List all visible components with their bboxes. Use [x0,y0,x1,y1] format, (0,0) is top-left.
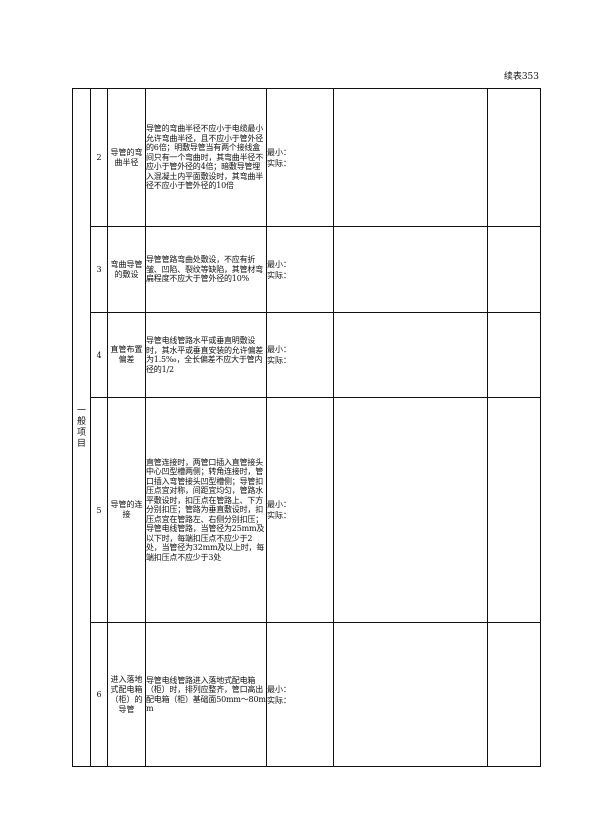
measurement-cell: 最小： 实际： [266,622,334,767]
measurement-cell: 最小： 实际： [266,226,334,313]
item-name: 导管的连接 [107,397,146,623]
item-number: 5 [90,397,108,623]
requirement-text: 导管的弯曲半径不应小于电缆最小允许弯曲半径，且不应小于管外径的6倍；明敷导管当有… [145,88,267,227]
measurement-cell: 最小： 实际： [266,312,334,398]
actual-label: 实际： [267,158,292,168]
actual-label: 实际： [267,695,292,705]
min-label: 最小： [267,147,292,157]
remark-cell [487,622,541,767]
remark-cell [487,397,541,623]
item-name: 进入落地式配电箱（柜）的导管 [107,622,146,767]
page-label: 续表353 [503,72,539,82]
section-label-cell: 一般项目 [72,88,91,767]
item-name: 导管的弯曲半径 [107,88,146,227]
min-label: 最小： [267,500,292,509]
min-label: 最小： [267,259,292,269]
table-row: 6 进入落地式配电箱（柜）的导管 导管电线管路进入落地式配电箱（柜）时，排列应整… [73,622,541,767]
requirement-text: 导管管路弯曲处敷设，不应有折皱、凹陷、裂纹等缺陷，其管材弯扁程度不应大于管外径的… [145,226,267,313]
item-name: 直管布置偏差 [107,312,146,398]
measurement-cell: 最小： 实际： [266,397,334,623]
actual-label: 实际： [267,270,292,280]
item-number: 6 [90,622,108,767]
item-name: 弯曲导管的敷设 [107,226,146,313]
requirement-text: 导管电线管路水平或垂直明敷设时，其水平或垂直安装的允许偏差为1.5‰，全长偏差不… [145,312,267,398]
result-cell [333,88,488,227]
table-row: 4 直管布置偏差 导管电线管路水平或垂直明敷设时，其水平或垂直安装的允许偏差为1… [73,312,541,398]
result-cell [333,622,488,767]
result-cell [333,226,488,313]
remark-cell [487,226,541,313]
table-row: 一般项目 2 导管的弯曲半径 导管的弯曲半径不应小于电缆最小允许弯曲半径，且不应… [72,88,541,767]
inspection-table: 一般项目 2 导管的弯曲半径 导管的弯曲半径不应小于电缆最小允许弯曲半径，且不应… [72,88,541,767]
remark-cell [487,312,541,398]
section-label: 一般项目 [76,405,86,449]
item-number: 4 [90,312,108,398]
remark-cell [487,88,541,227]
table-row: 3 弯曲导管的敷设 导管管路弯曲处敷设，不应有折皱、凹陷、裂纹等缺陷，其管材弯扁… [73,226,541,313]
result-cell [333,312,488,398]
requirement-text: 直管连接时，两管口插入直管接头中心凹型槽两侧；转角连接时，管口插入弯管接头凹型槽… [145,397,267,623]
actual-label: 实际： [267,511,292,520]
requirement-text: 导管电线管路进入落地式配电箱（柜）时，排列应整齐，管口高出配电箱（柜）基础面50… [145,622,267,767]
actual-label: 实际： [267,356,292,365]
result-cell [333,397,488,623]
table-row: 5 导管的连接 直管连接时，两管口插入直管接头中心凹型槽两侧；转角连接时，管口插… [73,397,541,623]
min-label: 最小： [267,684,292,694]
item-number: 2 [90,88,108,227]
item-number: 3 [90,226,108,313]
measurement-cell: 最小： 实际： [266,88,334,227]
min-label: 最小： [267,345,292,354]
